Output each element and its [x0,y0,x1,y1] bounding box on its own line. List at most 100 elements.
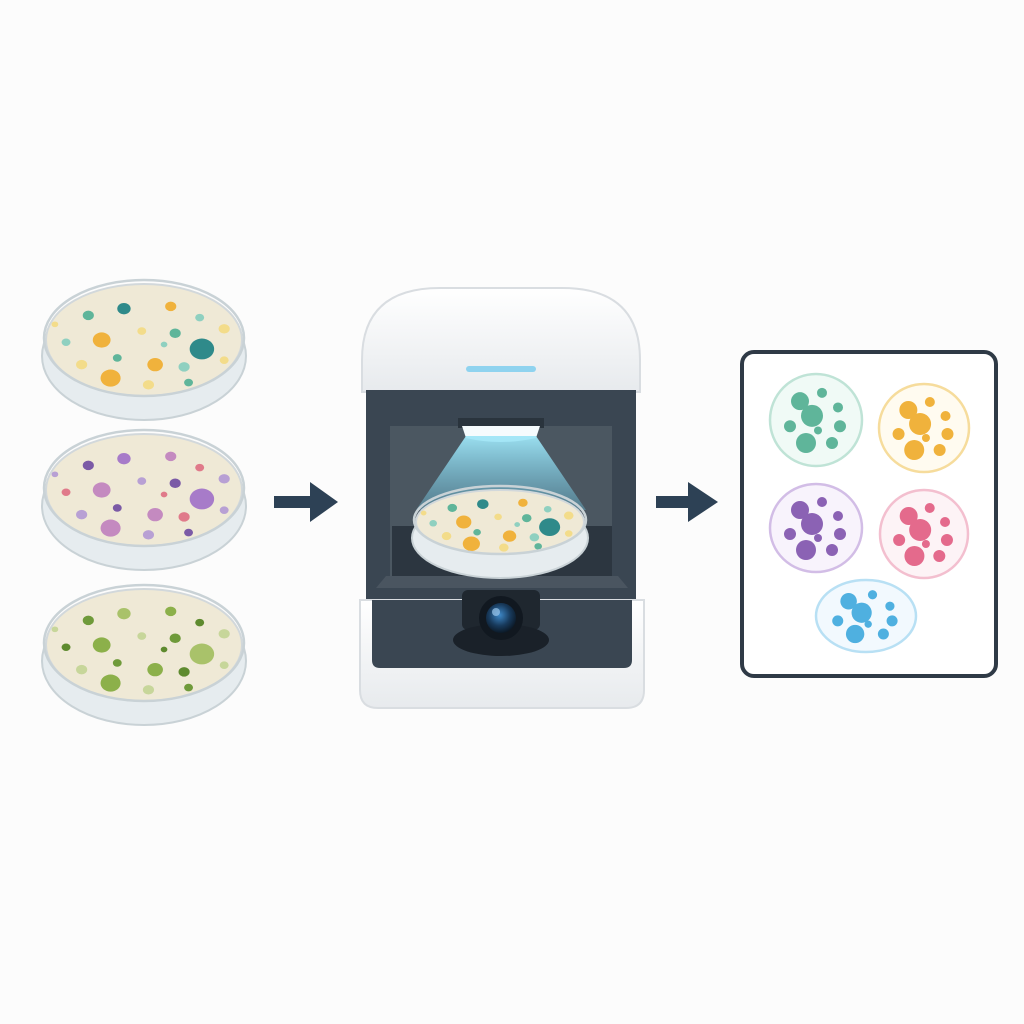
colony-dot [921,434,930,442]
colony-dot [429,520,437,527]
colony-dot [147,358,163,372]
status-light [466,366,536,372]
colony-dot [892,428,905,440]
colony-dot [441,532,452,541]
colony-dot [160,646,168,653]
colony-dot [941,428,954,440]
colony-dot [82,460,94,471]
colony-dot [112,504,122,512]
colony-dot [791,501,809,519]
colony-dot [160,491,168,498]
colony-dot [534,543,542,550]
colony-dot [51,471,59,478]
colony-dot [82,310,94,321]
dish-lid [412,484,588,556]
petri-dish-icon [41,583,247,726]
colony-dot [845,624,865,644]
colony-dot [864,620,872,628]
colony-dot [112,354,122,362]
colony-dot [817,387,827,398]
colony-dot [447,503,458,512]
colony-dot [456,515,472,529]
colony-dot [178,512,190,522]
colony-dot [184,683,193,692]
colony-dot [100,369,121,387]
colony-dot [169,328,181,339]
colony-dot [899,507,918,525]
colony-dot [219,661,229,669]
colony-dot [51,626,59,633]
colony-dot [189,338,215,360]
colony-dot [921,540,930,548]
colony-dot [61,643,71,652]
colony-dot [117,302,131,315]
colony-dot [92,637,111,653]
colony-dot [833,511,843,521]
colony-dot [867,590,878,600]
colony-dot [796,540,816,560]
arrow-right-icon [656,482,718,522]
colony-dot [521,514,532,523]
colony-dot [899,401,918,419]
colony-dot [61,488,71,497]
colony-dot [933,444,946,456]
colony-dot [76,359,88,370]
colony-dot [165,451,177,462]
colony-dot [563,511,574,520]
colony-cluster [768,372,864,468]
colony-dot [924,397,935,407]
colony-dot [543,505,552,513]
colony-dot [100,674,121,692]
colony-dot [178,667,190,677]
colony-dot [494,513,502,521]
colony-dot [840,593,857,610]
colony-dot [195,463,205,472]
colony-dot [195,618,205,627]
colony-dot [218,324,230,334]
colony-dot [791,392,809,411]
colony-dot [420,510,427,516]
petri-dish-icon [41,278,247,421]
colony-dot [514,522,521,527]
colony-dot [165,301,177,312]
colony-dot [539,518,561,537]
colony-dot [82,615,94,626]
colony-dot [886,615,898,627]
colony-cluster [877,382,971,474]
colony-dot [100,519,121,537]
colony-dot [502,530,517,542]
colony-dot [904,440,925,460]
colony-dot [137,632,147,640]
colony-dot [169,633,181,644]
colony-imager-icon [359,287,645,709]
colony-dot [877,628,889,640]
dish-lid [42,583,246,703]
colony-dot [76,664,88,675]
colony-dot [933,550,946,562]
colony-dot [832,615,844,627]
colony-dot [51,321,59,328]
dish-lid [42,428,246,548]
colony-dot [165,606,177,617]
sorted-colonies-panel [740,350,998,678]
colony-dot [834,528,846,540]
colony-dot [219,506,229,514]
colony-dot [924,503,935,513]
petri-dish-icon [41,428,247,571]
colony-dot [904,546,925,566]
colony-dot [219,356,229,364]
colony-cluster [878,488,970,580]
colony-dot [218,474,230,484]
dish-lid [42,278,246,398]
petri-dish-stack [41,278,247,726]
colony-dot [195,313,205,322]
colony-dot [801,513,823,535]
colony-dot [178,362,190,372]
colony-dot [169,478,181,489]
colony-dot [814,426,822,435]
colony-dot [784,528,796,540]
colony-dot [462,536,480,552]
colony-dot [147,508,163,522]
arrow-right-icon [274,482,338,522]
